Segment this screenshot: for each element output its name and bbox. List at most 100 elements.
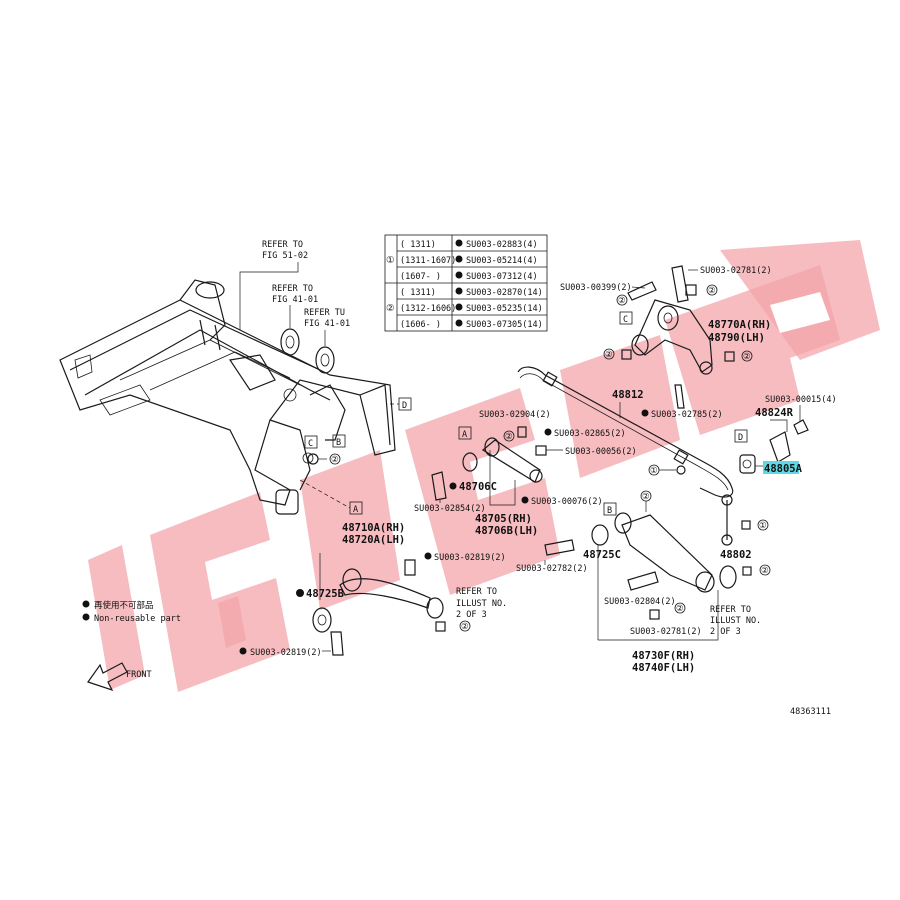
- lower-link-illustration: [312, 568, 444, 633]
- svg-text:2 OF 3: 2 OF 3: [710, 627, 741, 637]
- svg-text:FIG 51-02: FIG 51-02: [262, 251, 308, 261]
- svg-text:①: ①: [386, 255, 395, 266]
- svg-text:SU003-07312(4): SU003-07312(4): [466, 272, 538, 282]
- callout-c-subframe: C: [304, 435, 318, 449]
- svg-text:SU003-02819(2): SU003-02819(2): [250, 648, 322, 658]
- table-row: (1606- ) SU003-07305(14): [400, 319, 543, 330]
- trailing-link: [462, 437, 543, 483]
- svg-text:SU003-02781(2): SU003-02781(2): [630, 627, 702, 637]
- svg-text:REFER TO: REFER TO: [710, 605, 751, 615]
- svg-text:A: A: [462, 430, 467, 440]
- nut-lower-left: ②: [435, 620, 471, 632]
- svg-text:48725B: 48725B: [306, 588, 344, 600]
- bolt-center-left: [431, 471, 447, 501]
- refer-fig-41-01-b[interactable]: REFER TU FIG 41-01: [304, 308, 350, 329]
- svg-text:C: C: [308, 439, 313, 449]
- refer-fig-51-02[interactable]: REFER TO FIG 51-02: [262, 240, 308, 261]
- mount-bushing-1: [280, 328, 300, 356]
- svg-text:SU003-02819(2): SU003-02819(2): [434, 553, 506, 563]
- svg-text:SU003-02854(2): SU003-02854(2): [414, 504, 486, 514]
- svg-text:48802: 48802: [720, 549, 752, 561]
- svg-text:2 OF 3: 2 OF 3: [456, 610, 487, 620]
- svg-text:SU003-02870(14): SU003-02870(14): [466, 288, 543, 298]
- table-row: (1312-1606) SU003-05235(14): [400, 303, 543, 314]
- svg-text:②: ②: [618, 296, 626, 306]
- refer-illust-left[interactable]: REFER TO ILLUST NO. 2 OF 3: [456, 587, 507, 620]
- svg-text:FIG 41-01: FIG 41-01: [272, 295, 318, 305]
- svg-text:再使用不可部品: 再使用不可部品: [94, 600, 154, 611]
- bolt-lower-left: [330, 631, 344, 656]
- svg-text:SU003-05235(14): SU003-05235(14): [466, 304, 543, 314]
- svg-text:REFER TO: REFER TO: [456, 587, 497, 597]
- lower-arm-bushing: ②: [719, 564, 771, 589]
- svg-text:②: ②: [761, 566, 769, 576]
- svg-text:SU003-05214(4): SU003-05214(4): [466, 256, 538, 266]
- svg-text:B: B: [607, 506, 612, 516]
- svg-text:ILLUST NO.: ILLUST NO.: [456, 599, 507, 609]
- svg-text:48790(LH): 48790(LH): [708, 332, 765, 344]
- svg-text:②: ②: [708, 286, 716, 296]
- svg-text:②: ②: [642, 492, 650, 502]
- table-row: ( 1311) SU003-02883(4): [400, 239, 538, 250]
- svg-text:48730F(RH): 48730F(RH): [632, 650, 695, 662]
- watermark-logo: [88, 240, 880, 692]
- callout-a-subframe: A: [299, 479, 363, 515]
- upper-arm-illustration: [631, 299, 713, 375]
- svg-text:48705(RH): 48705(RH): [475, 513, 532, 525]
- svg-text:Non-reusable part: Non-reusable part: [94, 614, 181, 624]
- rear-subframe-illustration: [59, 279, 396, 515]
- callout-b-subframe: B: [332, 434, 346, 448]
- svg-text:C: C: [623, 315, 628, 325]
- nut-center: [535, 445, 547, 456]
- bolt-table: ① ② ( 1311) SU003-02883(4) (1311-1607) S…: [384, 234, 548, 332]
- svg-text:FRONT: FRONT: [126, 670, 152, 680]
- table-row: (1607- ) SU003-07312(4): [400, 271, 538, 282]
- svg-text:( 1311): ( 1311): [400, 288, 436, 298]
- bolt-upper-1: [627, 281, 657, 301]
- svg-text:REFER TO: REFER TO: [272, 284, 313, 294]
- svg-text:SU003-02804(2): SU003-02804(2): [604, 597, 676, 607]
- svg-text:48710A(RH): 48710A(RH): [342, 522, 405, 534]
- washer-qty-2-lower-arm: ②: [640, 490, 652, 512]
- table-row: (1311-1607) SU003-05214(4): [400, 255, 538, 266]
- stabilizer-bracket: [769, 431, 791, 463]
- svg-text:SU003-00056(2): SU003-00056(2): [565, 447, 637, 457]
- svg-text:48706B(LH): 48706B(LH): [475, 525, 538, 537]
- svg-text:FIG 41-01: FIG 41-01: [304, 319, 350, 329]
- svg-text:48770A(RH): 48770A(RH): [708, 319, 771, 331]
- table-row: ( 1311) SU003-02870(14): [400, 287, 543, 298]
- stabilizer-link: [721, 494, 733, 546]
- callout-a-center: A: [458, 426, 472, 440]
- svg-text:SU003-02865(2): SU003-02865(2): [554, 429, 626, 439]
- svg-text:REFER TO: REFER TO: [262, 240, 303, 250]
- svg-text:B: B: [336, 438, 341, 448]
- stabilizer-bracket-bolt: [793, 419, 809, 435]
- svg-text:48824R: 48824R: [755, 407, 794, 419]
- callout-d-subframe: D: [390, 397, 412, 411]
- svg-text:48720A(LH): 48720A(LH): [342, 534, 405, 546]
- svg-text:ILLUST NO.: ILLUST NO.: [710, 616, 761, 626]
- refer-fig-41-01-a[interactable]: REFER TO FIG 41-01: [272, 284, 318, 305]
- bolt-upper-lower: [674, 384, 685, 409]
- part-48805a-highlighted[interactable]: 48805A: [764, 463, 803, 475]
- nut-upper: ②: [685, 284, 718, 296]
- svg-text:SU003-00015(4): SU003-00015(4): [765, 395, 837, 405]
- svg-text:(1606- ): (1606- ): [400, 320, 441, 330]
- svg-text:SU003-02785(2): SU003-02785(2): [651, 410, 723, 420]
- svg-text:(1311-1607): (1311-1607): [400, 256, 456, 266]
- callout-c-upper: C: [619, 311, 633, 325]
- svg-text:②: ②: [505, 432, 513, 442]
- svg-text:48812: 48812: [612, 389, 644, 401]
- stabilizer-bushing: [739, 454, 756, 474]
- bolt-upper-2: [671, 265, 689, 303]
- svg-text:②: ②: [605, 350, 613, 360]
- refer-illust-right[interactable]: REFER TO ILLUST NO. 2 OF 3: [710, 605, 761, 637]
- washer-qty-1-stabilizer: ①: [648, 464, 686, 476]
- callout-b-lower: B: [603, 502, 617, 516]
- svg-text:48725C: 48725C: [583, 549, 621, 561]
- svg-text:REFER TU: REFER TU: [304, 308, 345, 318]
- bolt-lower-arm: [544, 539, 575, 556]
- legend: 再使用不可部品 Non-reusable part: [82, 600, 181, 624]
- svg-text:48740F(LH): 48740F(LH): [632, 662, 695, 674]
